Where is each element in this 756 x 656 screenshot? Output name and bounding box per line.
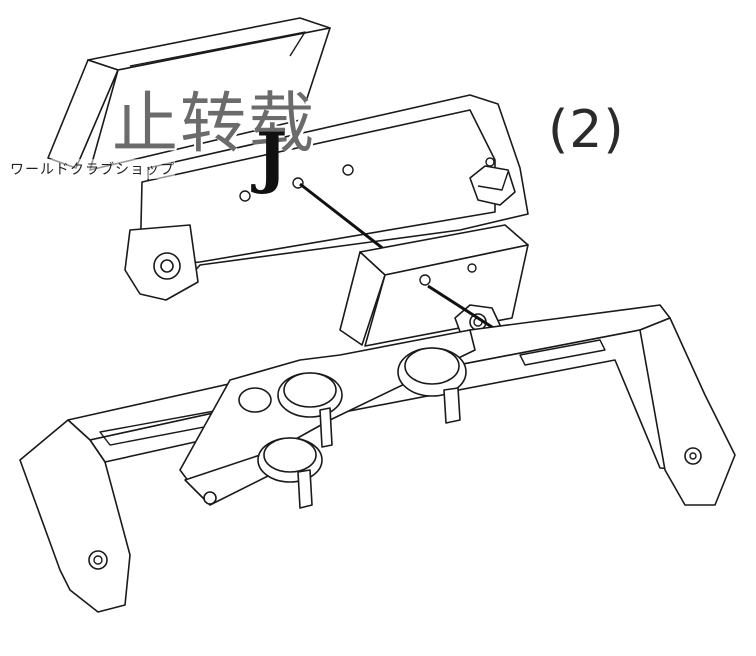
assembly-arrow-upper (299, 182, 386, 252)
upper-bracket (124, 94, 529, 301)
watermark-subtitle: ワールドクラブショップ (10, 159, 175, 179)
watermark-letter: J (256, 118, 288, 196)
hinge-mechanism (179, 329, 476, 509)
watermark-title: 止转载 (112, 85, 316, 162)
step-number-label: (2) (548, 100, 625, 160)
top-plate (47, 17, 331, 171)
hex-nut-upper (469, 165, 516, 206)
